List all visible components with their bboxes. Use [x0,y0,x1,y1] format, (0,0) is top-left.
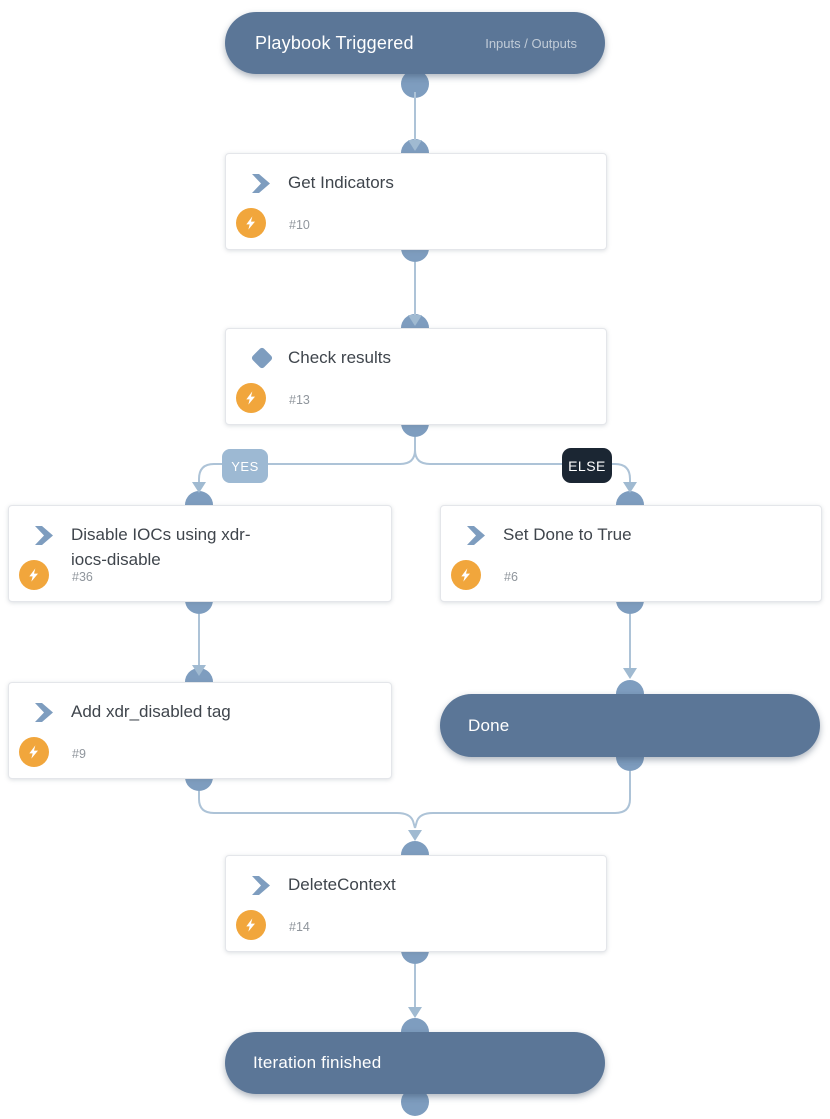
task-id: #14 [289,920,310,934]
branch-label-yes: YES [222,449,268,483]
task-title: Disable IOCs using xdr-iocs-disable [71,525,251,569]
task-id: #6 [504,570,518,584]
node-playbook-triggered[interactable]: Playbook Triggered Inputs / Outputs [225,12,605,74]
node-check-results[interactable]: Check results #13 [225,328,607,425]
node-set-done-to-true[interactable]: Set Done to True #6 [440,505,822,602]
task-id: #36 [72,570,93,584]
trigger-title: Playbook Triggered [255,32,414,53]
task-title: Get Indicators [288,173,394,192]
node-iteration-finished[interactable]: Iteration finished [225,1032,605,1094]
chevron-icon [252,876,270,895]
task-id: #13 [289,393,310,407]
task-title: Set Done to True [503,525,632,544]
task-title: Add xdr_disabled tag [71,702,231,721]
node-add-xdr-disabled-tag[interactable]: Add xdr_disabled tag #9 [8,682,392,779]
terminal-title: Iteration finished [253,1053,382,1072]
chevron-icon [35,703,53,722]
lightning-bolt-icon [236,208,266,238]
task-title: Check results [288,348,391,367]
chevron-icon [35,526,53,545]
chevron-icon [467,526,485,545]
connector-lines [198,92,631,1007]
diamond-icon [250,346,274,370]
lightning-bolt-icon [236,910,266,940]
task-id: #9 [72,747,86,761]
branch-label-else: ELSE [562,448,612,483]
node-done[interactable]: Done [440,694,820,757]
chevron-icon [252,174,270,193]
arrowheads [192,140,637,1018]
node-disable-iocs[interactable]: Disable IOCs using xdr-iocs-disable #36 [8,505,392,602]
terminal-title: Done [468,715,510,735]
node-delete-context[interactable]: DeleteContext #14 [225,855,607,952]
task-id: #10 [289,218,310,232]
task-title: DeleteContext [288,875,396,894]
lightning-bolt-icon [236,383,266,413]
node-get-indicators[interactable]: Get Indicators #10 [225,153,607,250]
inputs-outputs-link[interactable]: Inputs / Outputs [485,35,577,51]
lightning-bolt-icon [19,737,49,767]
lightning-bolt-icon [451,560,481,590]
lightning-bolt-icon [19,560,49,590]
